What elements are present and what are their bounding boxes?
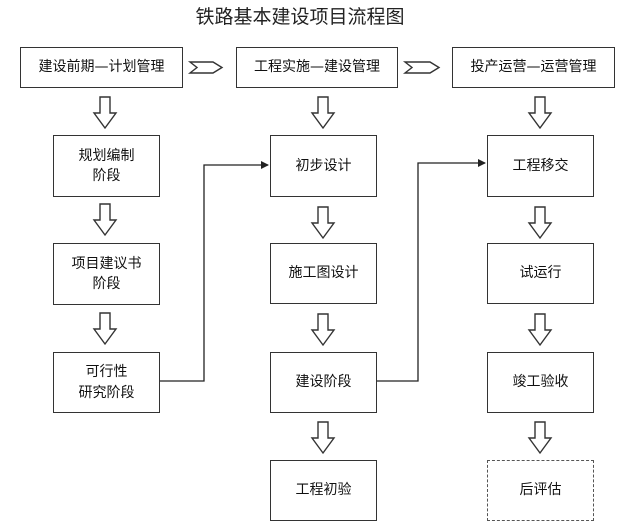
phase-label: 投产运营—运营管理 bbox=[470, 59, 597, 76]
step-box: 建设阶段 bbox=[270, 352, 377, 413]
down-arrow bbox=[310, 96, 336, 130]
step-label: 试运行 bbox=[519, 265, 562, 282]
step-label: 后评估 bbox=[519, 482, 562, 499]
phase-arrow-2 bbox=[402, 61, 441, 74]
phase-arrow-1 bbox=[187, 61, 224, 74]
phase-label: 工程实施—建设管理 bbox=[254, 59, 380, 76]
step-box: 后评估 bbox=[487, 460, 594, 521]
step-box: 工程移交 bbox=[487, 135, 594, 197]
step-box: 初步设计 bbox=[270, 135, 377, 197]
step-label: 工程移交 bbox=[512, 157, 569, 174]
connector-construction-to-handover bbox=[377, 159, 486, 382]
step-label: 项目建议书 阶段 bbox=[71, 255, 142, 292]
step-box: 工程初验 bbox=[270, 460, 377, 521]
down-arrow bbox=[527, 421, 553, 455]
down-arrow bbox=[92, 96, 118, 130]
step-box: 规划编制 阶段 bbox=[53, 135, 160, 197]
step-label: 初步设计 bbox=[295, 157, 352, 174]
step-label: 工程初验 bbox=[295, 482, 352, 499]
down-arrow bbox=[527, 206, 553, 240]
step-box: 可行性 研究阶段 bbox=[53, 352, 160, 413]
down-arrow bbox=[310, 206, 336, 240]
down-arrow bbox=[310, 313, 336, 347]
phase-box-construction: 工程实施—建设管理 bbox=[236, 47, 398, 88]
down-arrow bbox=[527, 96, 553, 130]
step-label: 施工图设计 bbox=[288, 265, 359, 282]
phase-box-planning: 建设前期—计划管理 bbox=[20, 47, 183, 88]
phase-label: 建设前期—计划管理 bbox=[38, 59, 165, 76]
step-label: 建设阶段 bbox=[295, 374, 352, 391]
diagram-title: 铁路基本建设项目流程图 bbox=[195, 6, 405, 28]
step-box: 试运行 bbox=[487, 243, 594, 304]
down-arrow bbox=[92, 203, 118, 237]
phase-box-operation: 投产运营—运营管理 bbox=[452, 47, 615, 88]
step-label: 竣工验收 bbox=[512, 374, 569, 391]
connector-feasibility-to-preliminary bbox=[160, 161, 269, 382]
step-label: 规划编制 阶段 bbox=[78, 147, 135, 184]
step-label: 可行性 研究阶段 bbox=[78, 364, 135, 401]
step-box: 项目建议书 阶段 bbox=[53, 243, 160, 305]
step-box: 竣工验收 bbox=[487, 352, 594, 413]
down-arrow bbox=[527, 313, 553, 347]
down-arrow bbox=[92, 312, 118, 346]
down-arrow bbox=[310, 421, 336, 455]
step-box: 施工图设计 bbox=[270, 243, 377, 304]
